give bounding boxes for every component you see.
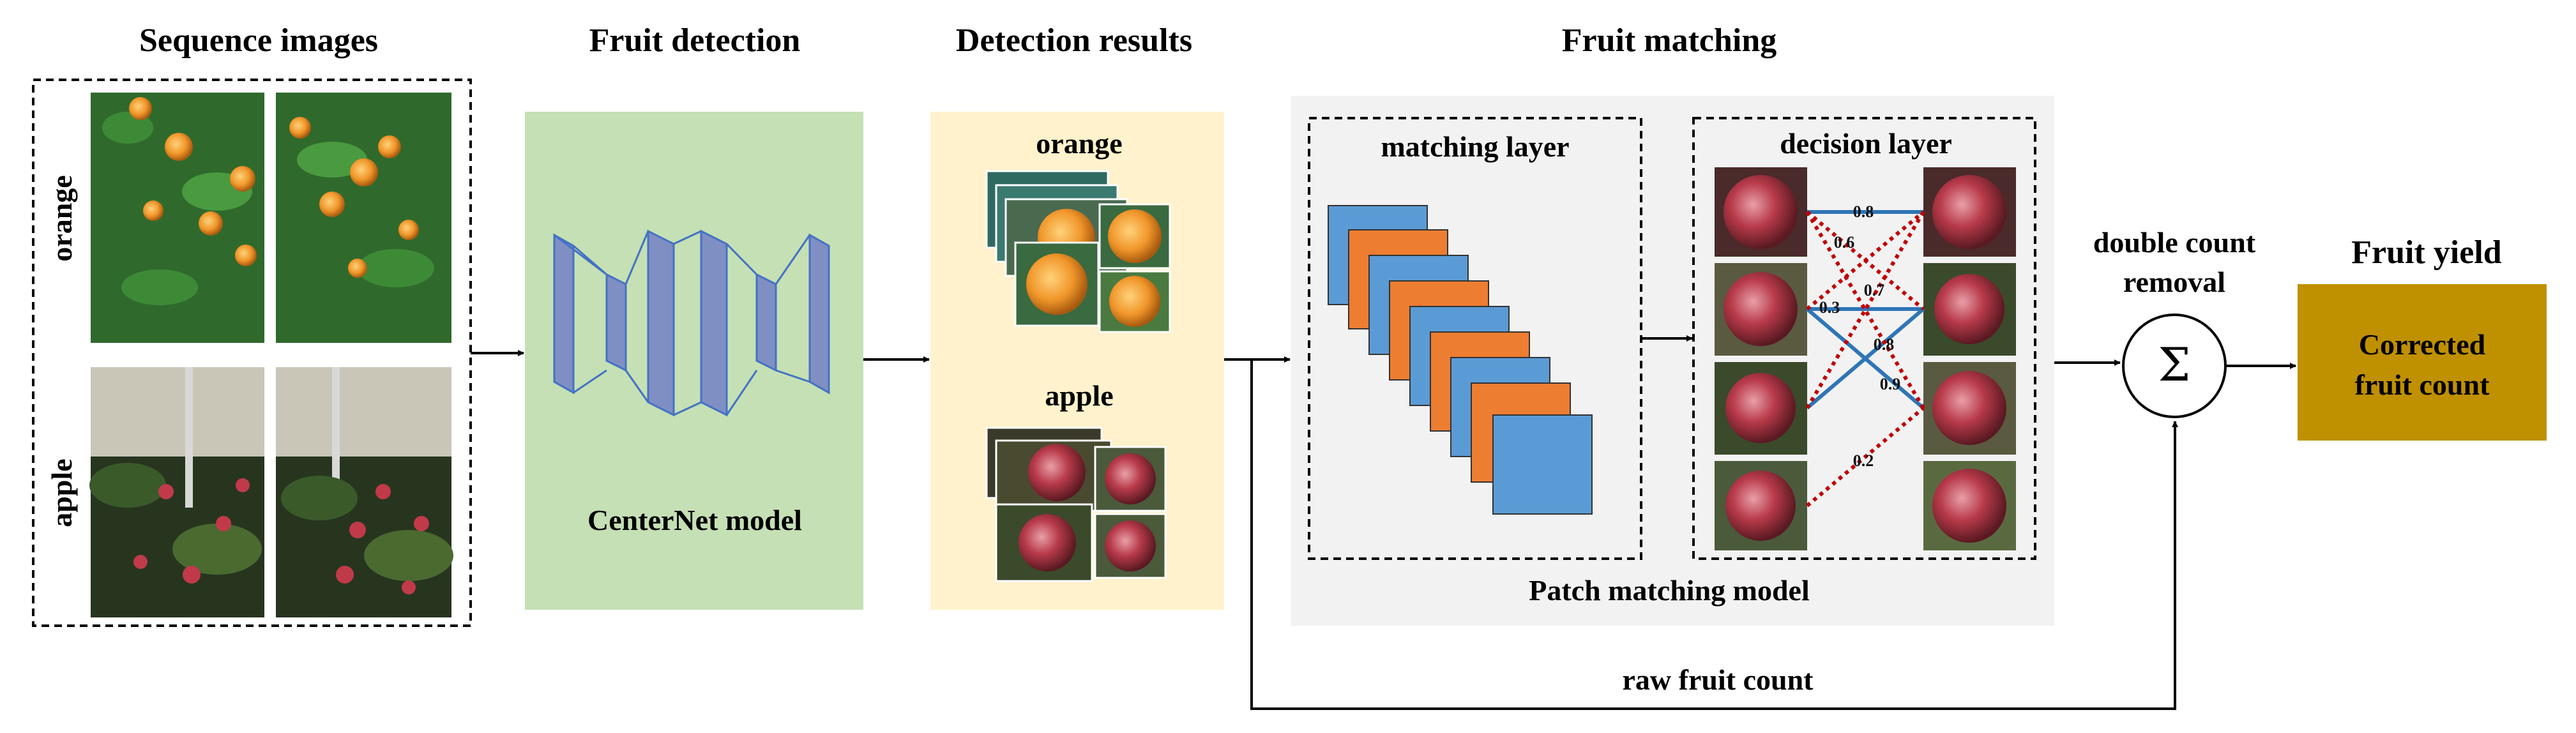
title-sequence-images: Sequence images xyxy=(139,22,378,59)
sum-symbol: Σ xyxy=(2158,338,2191,391)
svg-text:0.3: 0.3 xyxy=(1819,298,1840,317)
orange-detection-patches xyxy=(985,170,1171,333)
decision-layer-label: decision layer xyxy=(1780,127,1952,160)
matching-scores: 0.8 0.6 0.7 0.3 0.8 0.9 0.2 xyxy=(1819,202,1901,470)
orange-photo-1 xyxy=(91,93,264,343)
svg-text:0.7: 0.7 xyxy=(1864,281,1885,299)
edge-solid-4 xyxy=(1806,307,1925,410)
matching-layer-stack xyxy=(1328,205,1593,515)
corrected-label-2: fruit count xyxy=(2355,368,2490,401)
svg-text:0.8: 0.8 xyxy=(1853,202,1874,221)
decision-right-patches xyxy=(1923,167,2016,550)
matching-layer-label: matching layer xyxy=(1381,130,1569,163)
svg-text:0.2: 0.2 xyxy=(1853,451,1874,470)
title-fruit-yield: Fruit yield xyxy=(2351,234,2502,271)
apple-photo-1 xyxy=(89,367,264,617)
title-detection-results: Detection results xyxy=(956,22,1192,59)
apple-detection-patches xyxy=(985,427,1167,582)
raw-fruit-count-label: raw fruit count xyxy=(1623,663,1814,696)
orange-photo-2 xyxy=(276,93,451,343)
double-count-label-2: removal xyxy=(2123,266,2225,298)
corrected-label-1: Corrected xyxy=(2359,328,2486,361)
svg-text:0.9: 0.9 xyxy=(1880,375,1901,393)
edge-dotted-3 xyxy=(1806,210,1925,311)
decision-layer-frame xyxy=(1692,117,2036,560)
sequence-images-frame xyxy=(32,79,472,627)
decision-left-patches xyxy=(1715,167,1807,550)
centernet-network-icon xyxy=(553,229,830,417)
svg-text:0.6: 0.6 xyxy=(1834,233,1855,252)
svg-text:0.8: 0.8 xyxy=(1874,335,1895,354)
double-count-label-1: double count xyxy=(2093,226,2256,259)
apple-result-label: apple xyxy=(1045,379,1113,412)
title-fruit-detection: Fruit detection xyxy=(589,22,801,59)
matching-edges xyxy=(1805,210,1925,508)
raw-count-path xyxy=(1250,359,2178,710)
apple-photo-2 xyxy=(276,367,453,617)
corrected-fruit-count-box xyxy=(2298,284,2547,441)
label-apple-row: apple xyxy=(45,458,78,527)
title-fruit-matching: Fruit matching xyxy=(1562,22,1777,59)
label-orange-row: orange xyxy=(45,175,78,261)
orange-result-label: orange xyxy=(1036,127,1122,160)
fruit-detection-panel xyxy=(525,112,863,610)
patch-matching-model-label: Patch matching model xyxy=(1529,574,1810,607)
centernet-model-label: CenterNet model xyxy=(587,504,802,536)
edge-dotted-5 xyxy=(1806,406,1925,508)
